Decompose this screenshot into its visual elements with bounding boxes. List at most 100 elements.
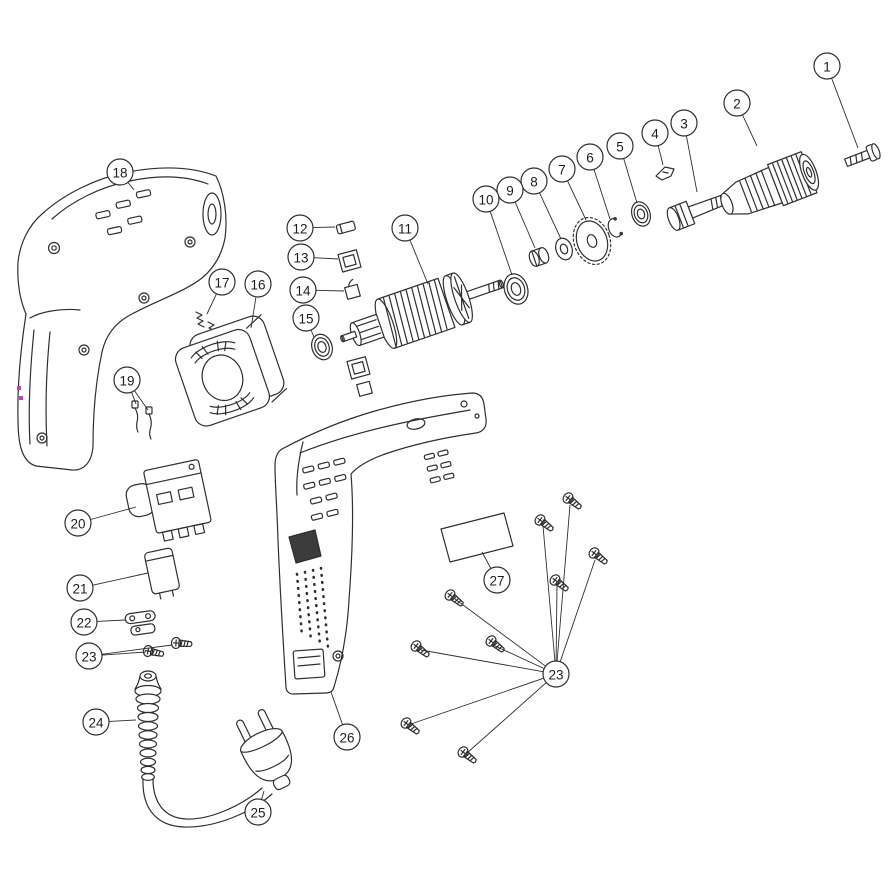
leader-line-part-3 bbox=[685, 135, 698, 193]
balloon-number: 22 bbox=[76, 616, 91, 631]
balloon-number: 6 bbox=[586, 151, 594, 166]
leader-line-part-8 bbox=[539, 192, 562, 240]
part-23-screw bbox=[170, 636, 193, 651]
part-1-chuck-screw bbox=[844, 143, 881, 168]
leader-line-part-26 bbox=[330, 691, 344, 725]
leader-line-part-12 bbox=[312, 226, 336, 229]
balloon-number: 9 bbox=[506, 184, 514, 199]
leader-line-part-27 bbox=[481, 551, 492, 569]
part-balloon-24: 24 bbox=[82, 708, 110, 736]
part-balloon-14: 14 bbox=[289, 276, 317, 304]
leader-line-part-19 bbox=[134, 390, 149, 411]
part-balloon-3: 3 bbox=[670, 109, 698, 137]
balloon-circle bbox=[606, 132, 634, 160]
leader-line-part-23 bbox=[454, 598, 546, 667]
part-balloon-19: 19 bbox=[113, 366, 141, 394]
part-26-right-housing bbox=[274, 392, 487, 695]
balloon-number: 11 bbox=[398, 222, 412, 237]
screw-boss bbox=[138, 292, 150, 304]
part-balloon-22: 22 bbox=[70, 608, 98, 636]
part-21-capacitor bbox=[144, 547, 180, 600]
leader-line-part-23 bbox=[101, 644, 173, 655]
part-23-screw bbox=[547, 572, 572, 595]
balloon-circle bbox=[208, 268, 236, 296]
balloon-circle bbox=[289, 276, 317, 304]
leader-line-part-23 bbox=[542, 525, 556, 662]
leader-line-part-2 bbox=[742, 114, 758, 147]
balloon-circle bbox=[113, 366, 141, 394]
balloon-circle bbox=[542, 660, 570, 688]
part-12-brush-cap bbox=[335, 220, 356, 235]
leader-lines-layer bbox=[90, 78, 859, 800]
leader-line-part-9 bbox=[514, 201, 536, 249]
balloon-number: 3 bbox=[680, 117, 688, 132]
part-27-nameplate bbox=[440, 512, 514, 563]
leader-line-part-23 bbox=[101, 651, 147, 656]
leader-line-part-22 bbox=[96, 619, 126, 622]
balloon-circle bbox=[333, 723, 361, 751]
part-13-brush-holder-2 bbox=[346, 356, 371, 380]
balloon-circle bbox=[66, 574, 94, 602]
balloon-circle bbox=[813, 52, 841, 80]
part-balloon-20: 20 bbox=[64, 509, 92, 537]
part-3-spindle bbox=[666, 192, 731, 231]
part-23-screw bbox=[398, 715, 423, 738]
balloon-number: 16 bbox=[250, 278, 265, 293]
balloon-number: 26 bbox=[339, 731, 354, 746]
screw-boss bbox=[47, 241, 61, 255]
balloon-circle bbox=[244, 270, 272, 298]
balloon-number: 10 bbox=[478, 193, 493, 208]
balloon-circle bbox=[64, 509, 92, 537]
part-23-screw bbox=[455, 744, 480, 767]
part-balloon-7: 7 bbox=[548, 155, 576, 183]
balloon-circle bbox=[287, 243, 315, 271]
leader-line-part-23 bbox=[420, 649, 544, 673]
part-balloon-16: 16 bbox=[244, 270, 272, 298]
balloon-circle bbox=[723, 89, 751, 117]
part-balloon-11: 11 bbox=[391, 214, 419, 242]
balloon-number: 23 bbox=[81, 650, 96, 665]
balloon-circle bbox=[106, 158, 134, 186]
part-balloon-23: 23 bbox=[542, 660, 570, 688]
balloon-circle bbox=[472, 185, 500, 213]
balloon-circle bbox=[641, 119, 669, 147]
balloon-layer: 1234567891011121314151617181920212223242… bbox=[64, 52, 841, 826]
part-balloon-21: 21 bbox=[66, 574, 94, 602]
leader-line-part-17 bbox=[206, 293, 217, 315]
part-23-screw bbox=[532, 512, 557, 535]
screw-boss bbox=[184, 236, 196, 248]
part-14-carbon-brush-2 bbox=[356, 380, 373, 397]
balloon-circle bbox=[82, 708, 110, 736]
part-balloon-1: 1 bbox=[813, 52, 841, 80]
part-23-screw bbox=[483, 633, 508, 656]
part-16-stator bbox=[174, 314, 288, 427]
balloon-number: 4 bbox=[651, 127, 659, 142]
part-8-washer bbox=[555, 237, 573, 261]
part-19-terminal-wires bbox=[131, 400, 153, 440]
leader-line-part-13 bbox=[313, 257, 339, 260]
balloon-number: 27 bbox=[489, 574, 504, 589]
leader-line-part-23 bbox=[466, 682, 547, 754]
balloon-circle bbox=[286, 214, 314, 242]
leader-line-part-6 bbox=[593, 169, 611, 220]
leader-line-part-7 bbox=[567, 180, 587, 221]
balloon-number: 24 bbox=[88, 716, 104, 731]
leader-line-part-16 bbox=[250, 296, 257, 329]
line-art-layer bbox=[17, 143, 881, 828]
leader-line-part-18 bbox=[127, 182, 135, 191]
leader-line-part-25 bbox=[261, 790, 265, 800]
vent-slots bbox=[423, 449, 455, 484]
screw-boss bbox=[332, 650, 344, 662]
balloon-number: 8 bbox=[530, 175, 538, 190]
part-13-brush-holder bbox=[337, 249, 362, 273]
part-balloon-10: 10 bbox=[472, 185, 500, 213]
part-4-lock-key bbox=[655, 166, 675, 181]
part-11-armature bbox=[340, 272, 505, 350]
part-balloon-12: 12 bbox=[286, 214, 314, 242]
balloon-circle bbox=[70, 608, 98, 636]
leader-line-part-23 bbox=[556, 504, 571, 662]
part-15-bearing bbox=[311, 333, 333, 361]
balloon-circle bbox=[670, 109, 698, 137]
